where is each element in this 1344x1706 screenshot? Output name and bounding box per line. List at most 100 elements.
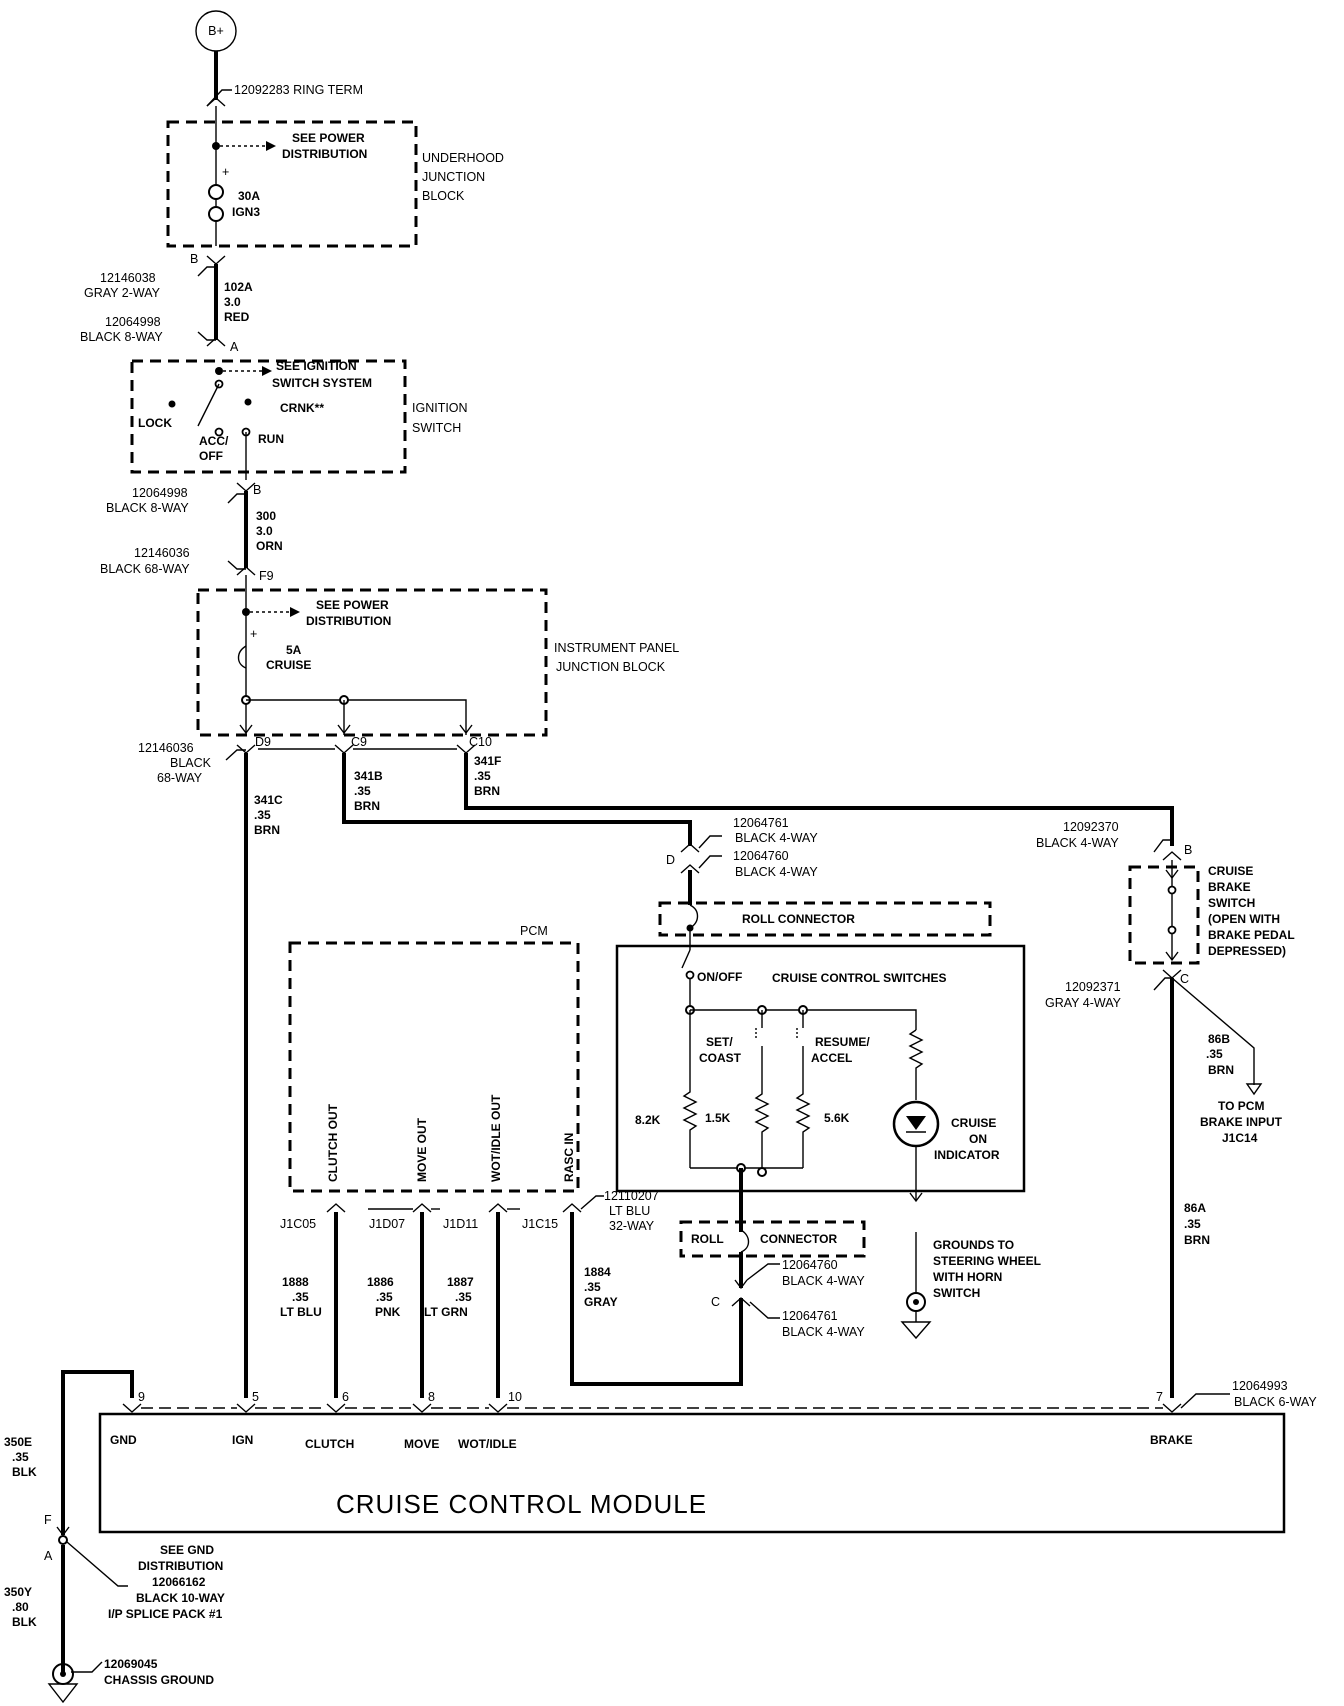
brake-switch-name-1: CRUISE: [1208, 864, 1253, 878]
ip-fuse-2: CRUISE: [266, 658, 311, 672]
wire-102a-color: RED: [224, 310, 250, 324]
connector-underhood-b: B 12146038 GRAY 2-WAY: [84, 252, 226, 300]
module-pin-move: MOVE: [404, 1437, 439, 1451]
svg-text:TO PCM BRAKE INPUT J1C: TO PCM BRAKE INPUT J1C14: [1200, 1099, 1285, 1145]
roll-bottom-label-2: CONNECTOR: [760, 1232, 837, 1246]
conn-ign-b-type: BLACK 8-WAY: [106, 501, 189, 515]
svg-text:CRUISE BRAKE SWITCH: CRUISE BRAKE SWITCH (OPEN WITH BRAKE PED…: [1208, 864, 1298, 958]
pcm-conn-color: LT BLU: [609, 1204, 650, 1218]
conn-ign-b-part: 12064998: [132, 486, 188, 500]
conn-d-lower-type: BLACK 4-WAY: [735, 865, 818, 879]
wire-102a-circuit: 102A: [224, 280, 253, 294]
conn-underhood-b-pin: B: [190, 252, 198, 266]
connector-ignition-a: A 12064998 BLACK 8-WAY: [80, 315, 239, 354]
module-pin-brake: BRAKE: [1150, 1433, 1193, 1447]
wire-1888-gauge: .35: [292, 1290, 309, 1304]
svg-text:IGNITION SWITCH: IGNITION SWITCH: [412, 401, 471, 435]
svg-text:SEE IGNITION SWITCH SYSTEM: SEE IGNITION SWITCH SYSTEM: [272, 359, 372, 390]
pcm-pin-move-out: MOVE OUT: [415, 1117, 429, 1182]
horn-ground-2: STEERING WHEEL: [933, 1254, 1041, 1268]
ring-term-label: 12092283 RING TERM: [234, 83, 363, 97]
svg-text:SEE POWER DISTRIBUTION: SEE POWER DISTRIBUTION: [306, 598, 392, 628]
wire-86b-color: BRN: [1208, 1063, 1234, 1077]
conn-d-upper-part: 12064761: [733, 816, 789, 830]
svg-text:12064998 BLACK 8-WAY: 12064998 BLACK 8-WAY: [80, 315, 164, 344]
svg-text:12146038 GRAY 2-WAY: 12146038 GRAY 2-WAY: [84, 271, 161, 300]
pcm-title: PCM: [520, 924, 548, 938]
connector-ip-f9: F9 12146036 BLACK 68-WAY: [100, 546, 274, 583]
brake-switch-internals: [1165, 860, 1179, 962]
wire-1886-gauge: .35: [376, 1290, 393, 1304]
pcm-conn-part: 12110207: [604, 1189, 659, 1203]
underhood-fuse-2: IGN3: [232, 205, 260, 219]
pcm-pins: CLUTCH OUT MOVE OUT WOT/IDLE OUT RASC IN: [326, 1094, 576, 1182]
connector-ip-out: D9 C9 C10 12146036 BLACK 68-WAY: [138, 735, 492, 785]
pcm-cavity-j1d07: J1D07: [369, 1217, 405, 1231]
svg-text:INSTRUMENT PANEL JUNCTION: INSTRUMENT PANEL JUNCTION BLOCK: [554, 641, 682, 674]
svg-text:12069045 CHASSIS GROUND: 12069045 CHASSIS GROUND: [104, 1657, 214, 1687]
wire-1887-color: LT GRN: [424, 1305, 468, 1319]
underhood-plus: +: [222, 165, 229, 179]
module-connectors: [122, 1393, 1230, 1413]
wire-341b-gauge: .35: [354, 784, 371, 798]
conn-ign-a-type: BLACK 8-WAY: [80, 330, 163, 344]
pcm-pin-wot-idle-out: WOT/IDLE OUT: [489, 1094, 503, 1182]
switches-title: CRUISE CONTROL SWITCHES: [772, 971, 946, 985]
svg-text:1884 .35 GRAY: 1884 .35 GRAY: [584, 1265, 618, 1309]
module-pin-names: GND IGN CLUTCH MOVE WOT/IDLE BRAKE: [110, 1433, 1193, 1451]
module-pin-clutch: CLUTCH: [305, 1437, 354, 1451]
resistor-1-5k: 1.5K: [705, 1111, 731, 1125]
wire-86a-gauge: .35: [1184, 1217, 1201, 1231]
chassis-ground-part: 12069045: [104, 1657, 158, 1671]
ignition-acc-2: OFF: [199, 449, 223, 463]
brake-switch-name-3: SWITCH: [1208, 896, 1255, 910]
wire-341f-color: BRN: [474, 784, 500, 798]
module-pin-6: 6: [342, 1390, 349, 1404]
module-pin-10: 10: [508, 1390, 522, 1404]
indicator-2: ON: [969, 1132, 987, 1146]
splice-pin-a: A: [44, 1549, 53, 1563]
connector-brake-b: B 12092370 BLACK 4-WAY: [1036, 820, 1192, 861]
conn-ip-pin-c9: C9: [351, 735, 367, 749]
conn-ip-pin-c10: C10: [469, 735, 492, 749]
brake-switch-name-2: BRAKE: [1208, 880, 1251, 894]
wire-300-color: ORN: [256, 539, 283, 553]
roll-connector-top-coil: [689, 904, 699, 929]
wire-86b-gauge: .35: [1206, 1047, 1223, 1061]
ignition-acc-1: ACC/: [199, 434, 229, 448]
ignition-see-1: SEE IGNITION: [276, 359, 357, 373]
resistor-5-6k: 5.6K: [824, 1111, 850, 1125]
module-pin-8: 8: [428, 1390, 435, 1404]
battery-label: B+: [208, 24, 224, 38]
chassis-ground-symbol: [47, 1661, 103, 1704]
wire-350y-gauge: .80: [12, 1600, 29, 1614]
horn-ground-3: WITH HORN: [933, 1270, 1002, 1284]
wire-1887-circuit: 1887: [447, 1275, 474, 1289]
underhood-internals: +: [208, 106, 276, 246]
splice-pin-f: F: [44, 1513, 52, 1527]
svg-text:350E .35 BLK: 350E .35 BLK: [4, 1435, 37, 1479]
wire-341b-color: BRN: [354, 799, 380, 813]
horn-ground-4: SWITCH: [933, 1286, 980, 1300]
splice-label-4: BLACK 10-WAY: [136, 1591, 225, 1605]
wire-86b-circuit: 86B: [1208, 1032, 1230, 1046]
wire-341c-gauge: .35: [254, 808, 271, 822]
conn-ip-pin-d9: D9: [255, 735, 271, 749]
conn-ip-out-part: 12146036: [138, 741, 194, 755]
pcm-conn-type: 32-WAY: [609, 1219, 655, 1233]
brake-switch-name-6: DEPRESSED): [1208, 944, 1286, 958]
wire-341b: [342, 753, 692, 846]
splice-label-5: I/P SPLICE PACK #1: [108, 1607, 223, 1621]
svg-text:1886 .35 PNK: 1886 .35 PNK: [367, 1275, 401, 1319]
cruise-control-module: [98, 1412, 1286, 1534]
splice-label-2: DISTRIBUTION: [138, 1559, 223, 1573]
ip-name-1: INSTRUMENT PANEL: [554, 641, 679, 655]
wire-341c-color: BRN: [254, 823, 280, 837]
svg-text:12064998 BLACK 8-WAY: 12064998 BLACK 8-WAY: [106, 486, 191, 515]
connector-brake-c: C 12092371 GRAY 4-WAY: [1045, 969, 1189, 1010]
svg-text:5A CRUISE: 5A CRUISE: [266, 643, 311, 672]
brake-conn-bottom-pin: C: [1180, 972, 1189, 986]
svg-text:300 3.0 ORN: 300 3.0 ORN: [256, 509, 283, 553]
roll-connector-bottom-coil: [740, 1229, 750, 1253]
